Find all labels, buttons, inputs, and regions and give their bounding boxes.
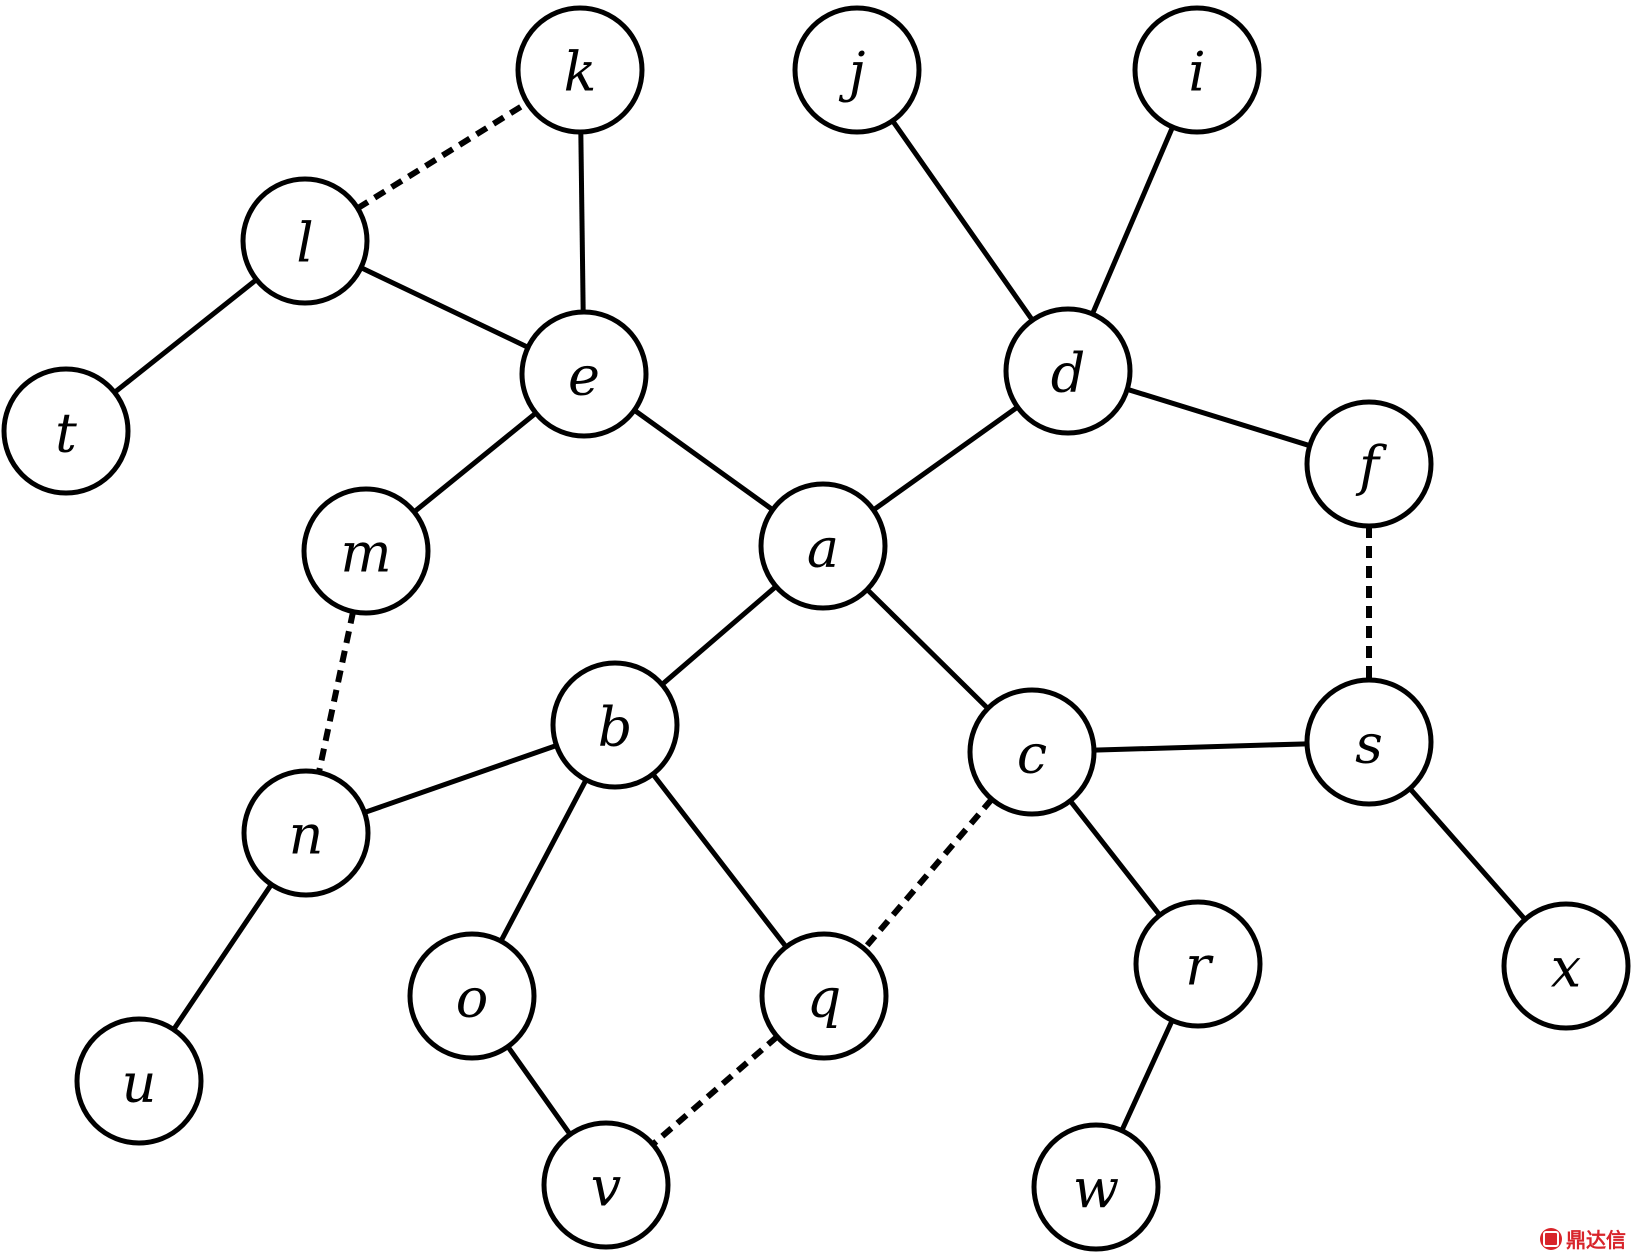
edge-e-m bbox=[412, 411, 538, 514]
node-s: s bbox=[1304, 677, 1434, 807]
node-circle-d bbox=[1003, 306, 1133, 436]
node-circle-v bbox=[541, 1120, 671, 1250]
node-circle-o bbox=[407, 931, 537, 1061]
edge-b-n bbox=[363, 743, 558, 815]
edge-c-q bbox=[861, 797, 995, 951]
node-l: l bbox=[240, 176, 370, 306]
node-j: j bbox=[792, 5, 922, 135]
node-label-k: k bbox=[564, 41, 597, 104]
node-a: a bbox=[758, 481, 888, 611]
node-circle-w bbox=[1031, 1122, 1161, 1252]
node-circle-c bbox=[967, 687, 1097, 817]
node-circle-a bbox=[758, 481, 888, 611]
node-label-c: c bbox=[1017, 723, 1047, 786]
node-circle-i bbox=[1132, 5, 1262, 135]
edge-e-k bbox=[578, 131, 586, 313]
edge-c-s bbox=[1093, 741, 1308, 753]
node-e: e bbox=[519, 309, 649, 439]
node-label-t: t bbox=[55, 402, 77, 465]
node-circle-t bbox=[1, 366, 131, 496]
edge-a-b bbox=[660, 584, 778, 687]
node-circle-r bbox=[1133, 899, 1263, 1029]
node-label-i: i bbox=[1188, 41, 1205, 104]
node-label-u: u bbox=[122, 1052, 157, 1115]
edge-b-q bbox=[650, 772, 789, 949]
edge-o-v bbox=[505, 1045, 573, 1136]
node-d: d bbox=[1003, 306, 1133, 436]
node-m: m bbox=[301, 486, 431, 616]
edge-l-t bbox=[112, 277, 259, 395]
node-label-d: d bbox=[1051, 342, 1086, 405]
node-label-e: e bbox=[568, 345, 600, 408]
node-circle-s bbox=[1304, 677, 1434, 807]
node-circle-m bbox=[301, 486, 431, 616]
node-label-b: b bbox=[598, 696, 633, 759]
watermark-text: 鼎达信 bbox=[1566, 1228, 1626, 1252]
edge-a-d bbox=[871, 405, 1020, 512]
node-label-l: l bbox=[296, 212, 313, 275]
node-circle-l bbox=[240, 176, 370, 306]
edge-n-u bbox=[171, 883, 274, 1031]
edge-c-r bbox=[1068, 799, 1162, 917]
node-label-m: m bbox=[340, 522, 391, 585]
node-label-n: n bbox=[289, 804, 324, 867]
node-label-r: r bbox=[1185, 935, 1214, 998]
node-circle-k bbox=[515, 5, 645, 135]
edge-s-x bbox=[1408, 786, 1527, 922]
node-x: x bbox=[1501, 901, 1631, 1031]
node-o: o bbox=[407, 931, 537, 1061]
edge-e-l bbox=[359, 265, 530, 350]
edge-q-v bbox=[650, 1034, 780, 1147]
node-circle-e bbox=[519, 309, 649, 439]
node-b: b bbox=[550, 660, 680, 790]
seal-icon bbox=[1540, 1227, 1562, 1250]
node-n: n bbox=[241, 768, 371, 898]
node-circle-q bbox=[759, 931, 889, 1061]
node-label-o: o bbox=[456, 967, 489, 1030]
node-label-x: x bbox=[1551, 937, 1581, 1000]
edge-b-o bbox=[498, 778, 589, 943]
node-circle-x bbox=[1501, 901, 1631, 1031]
node-label-s: s bbox=[1355, 713, 1383, 776]
node-k: k bbox=[515, 5, 645, 135]
node-circle-u bbox=[74, 1016, 204, 1146]
node-t: t bbox=[1, 366, 131, 496]
node-circle-b bbox=[550, 660, 680, 790]
node-c: c bbox=[967, 687, 1097, 817]
edge-l-k bbox=[356, 100, 529, 211]
node-u: u bbox=[74, 1016, 204, 1146]
edge-r-w bbox=[1119, 1019, 1175, 1132]
node-w: w bbox=[1031, 1122, 1161, 1252]
node-label-a: a bbox=[807, 517, 839, 580]
node-i: i bbox=[1132, 5, 1262, 135]
node-v: v bbox=[541, 1120, 671, 1250]
node-circle-n bbox=[241, 768, 371, 898]
node-layer: a b c d e f i j k l m n o q r s t u v w x bbox=[1, 5, 1631, 1252]
node-f: f bbox=[1304, 399, 1434, 529]
node-label-v: v bbox=[591, 1156, 622, 1219]
node-label-w: w bbox=[1073, 1158, 1119, 1221]
node-circle-f bbox=[1304, 399, 1434, 529]
edge-a-c bbox=[865, 587, 990, 711]
edge-d-j bbox=[890, 119, 1035, 322]
node-label-q: q bbox=[807, 967, 842, 1030]
watermark-logo: 鼎达信 bbox=[1540, 1224, 1626, 1253]
edge-m-n bbox=[315, 611, 357, 773]
node-q: q bbox=[759, 931, 889, 1061]
edge-layer bbox=[112, 100, 1527, 1147]
node-circle-j bbox=[792, 5, 922, 135]
edge-a-e bbox=[632, 408, 775, 512]
edge-d-f bbox=[1126, 386, 1311, 449]
edge-d-i bbox=[1090, 126, 1175, 315]
node-r: r bbox=[1133, 899, 1263, 1029]
